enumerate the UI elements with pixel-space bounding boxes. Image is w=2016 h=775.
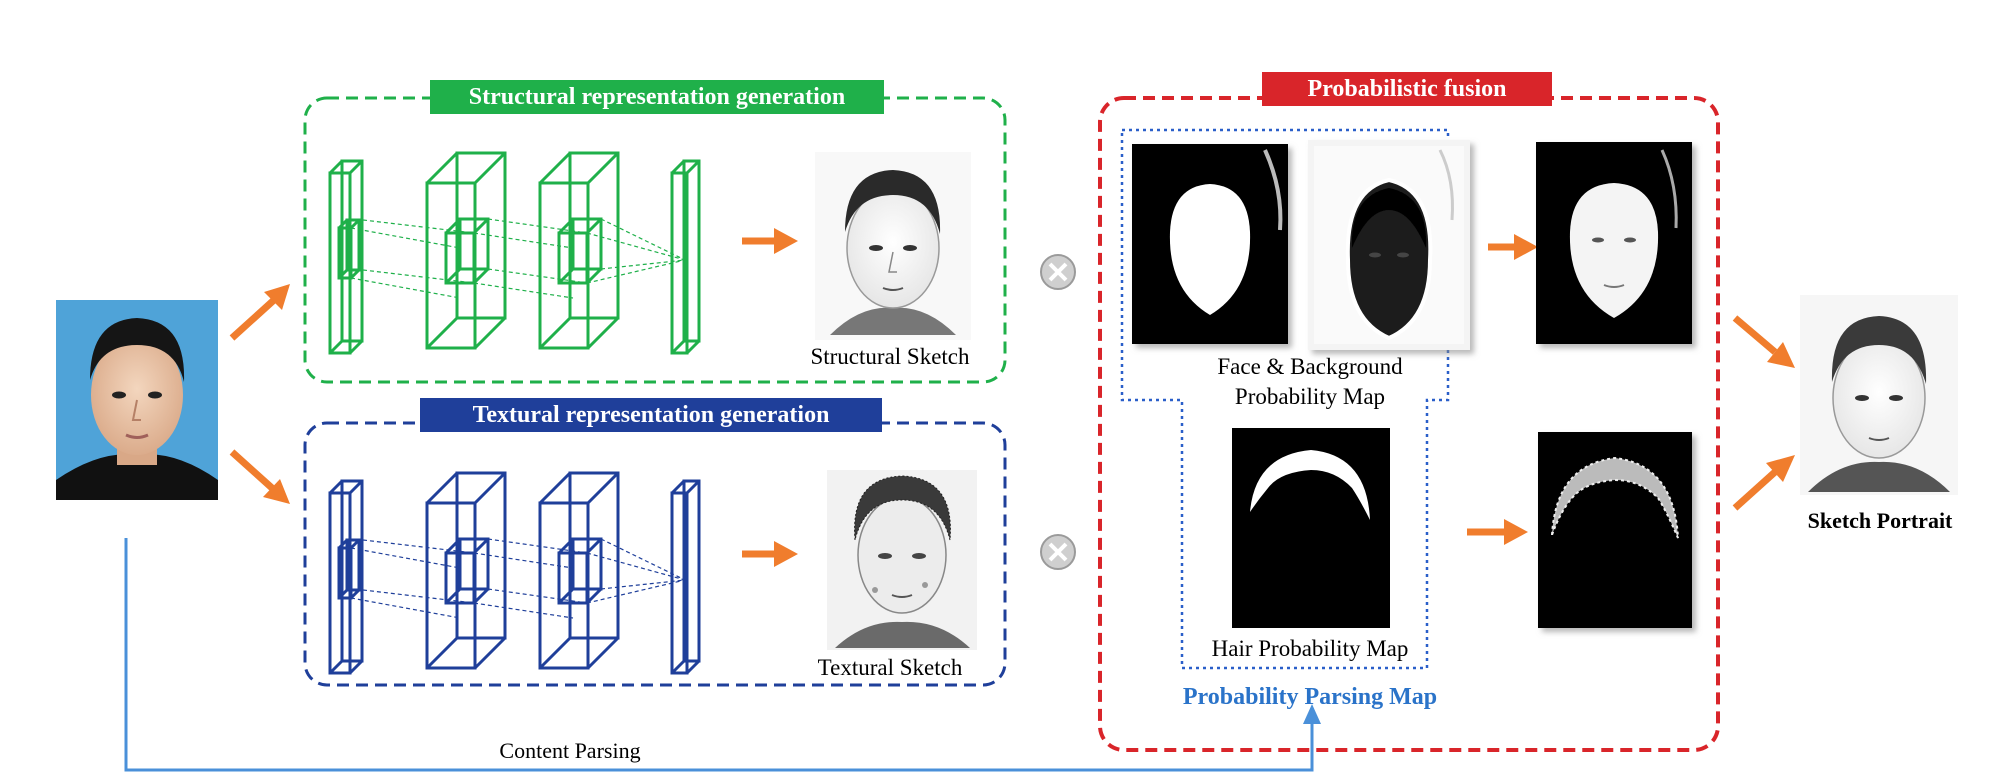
- arrow-fused-bottom-to-output: [1732, 455, 1795, 511]
- fused-face-output: [1536, 142, 1692, 344]
- cnn-kernel-1: [337, 218, 361, 280]
- final-sketch-portrait-image: [1800, 295, 1958, 495]
- face-background-map-label-line2: Probability Map: [1234, 384, 1386, 409]
- cnn-layer-3: [538, 471, 620, 670]
- fusion-title: Probabilistic fusion: [1262, 72, 1552, 106]
- face-background-map-label-line1: Face & Background: [1217, 354, 1403, 379]
- cnn-projection-lines: [350, 538, 686, 619]
- multiply-operator-top-icon: [1040, 254, 1076, 290]
- hair-probability-mask: [1232, 428, 1390, 628]
- sketch-portrait-label: Sketch Portrait: [1807, 508, 1953, 533]
- textural-sketch-label: Textural Sketch: [817, 655, 963, 680]
- textural-title: Textural representation generation: [420, 398, 882, 432]
- cnn-kernel-2: [444, 217, 490, 285]
- arrow-textural-to-sketch: [742, 541, 798, 567]
- arrow-structural-to-sketch: [742, 228, 798, 254]
- structural-cnn: [328, 151, 701, 355]
- cnn-layer-2: [425, 471, 507, 670]
- cnn-kernel-1: [337, 538, 361, 600]
- arrow-fused-top-to-output: [1732, 315, 1795, 368]
- fused-hair-output: [1538, 432, 1692, 628]
- structural-sketch-label: Structural Sketch: [810, 344, 970, 369]
- background-probability-mask: [1308, 140, 1470, 350]
- content-parsing-label: Content Parsing: [499, 738, 641, 763]
- content-parsing-arrowhead: [1303, 704, 1321, 724]
- arrow-input-to-structural: [229, 284, 290, 341]
- arrow-facebg-to-fused: [1488, 234, 1538, 260]
- structural-sketch-image: [815, 152, 971, 340]
- multiply-operator-bottom-icon: [1040, 534, 1076, 570]
- cnn-kernel-2: [444, 537, 490, 605]
- arrow-input-to-textural: [229, 449, 290, 504]
- structural-title: Structural representation generation: [430, 80, 884, 114]
- cnn-kernel-3: [557, 537, 603, 605]
- face-probability-mask: [1132, 144, 1288, 344]
- cnn-layer-2: [425, 151, 507, 350]
- textural-sketch-image: [827, 470, 977, 650]
- input-photo: [56, 300, 218, 500]
- probability-parsing-map-label: Probability Parsing Map: [1182, 684, 1438, 710]
- cnn-kernel-3: [557, 217, 603, 285]
- cnn-layer-1: [328, 479, 364, 675]
- hair-probability-map-label: Hair Probability Map: [1211, 636, 1409, 661]
- cnn-projection-lines: [350, 218, 686, 299]
- textural-cnn: [328, 471, 701, 675]
- arrow-hair-to-fused: [1467, 519, 1528, 545]
- cnn-layer-3: [538, 151, 620, 350]
- content-parsing-connector: [124, 538, 1314, 772]
